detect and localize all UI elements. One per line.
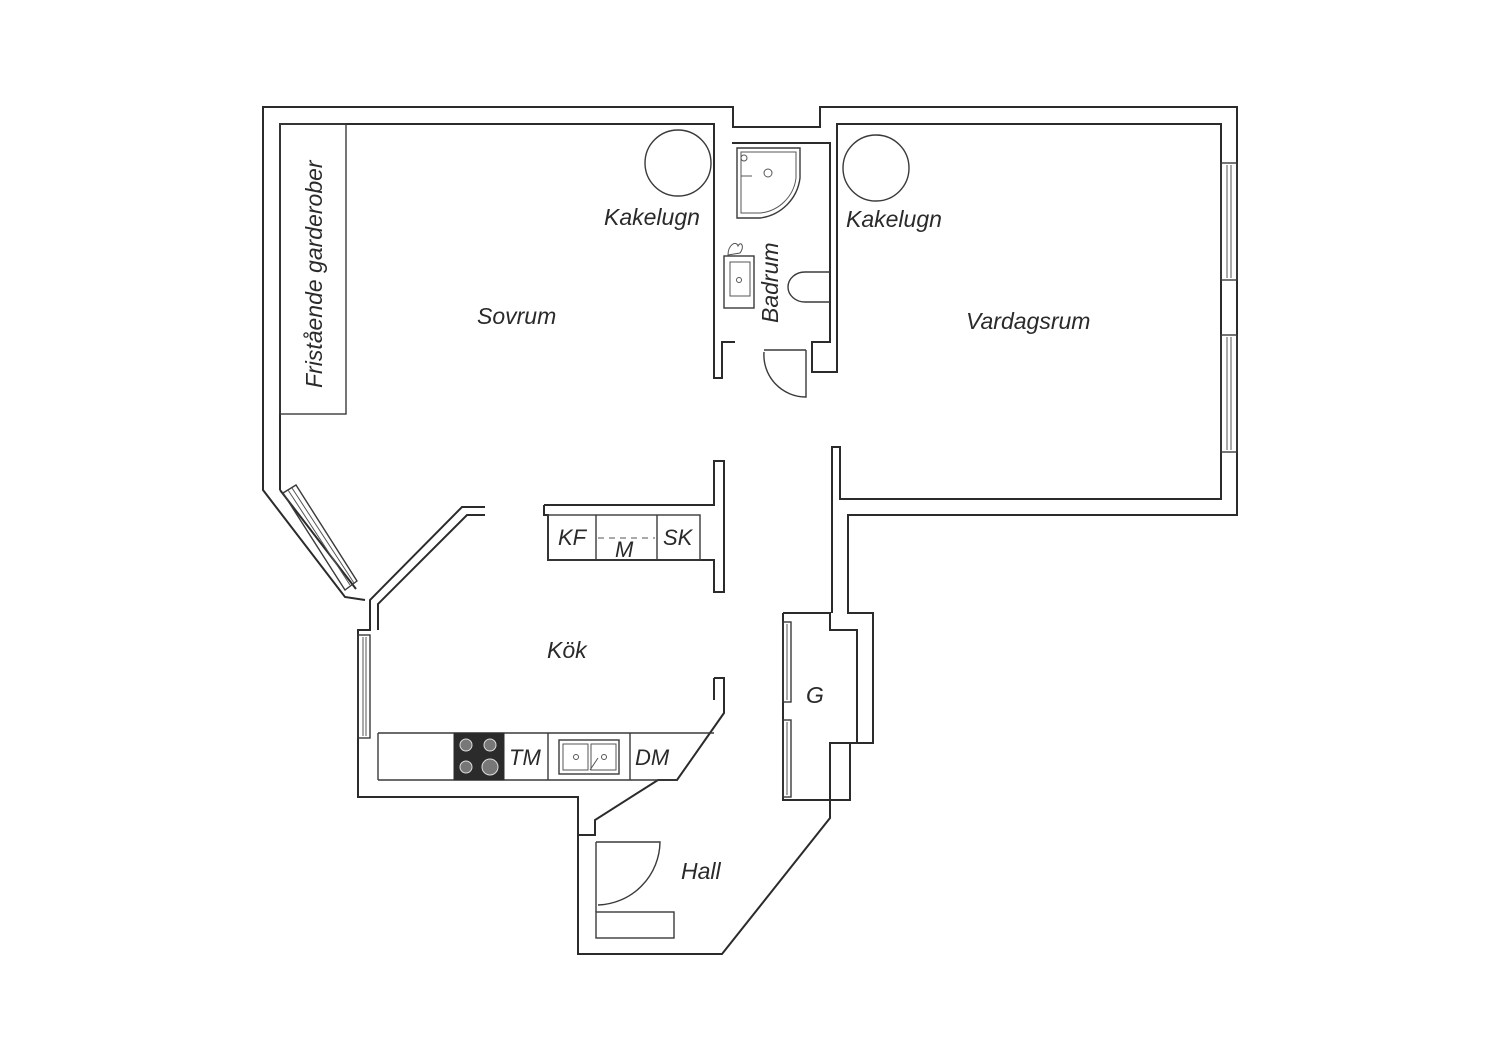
interior-walls xyxy=(279,123,858,836)
tiled-stove-label-left: Kakelugn xyxy=(604,204,700,230)
fixture-label-tm: TM xyxy=(509,745,541,770)
wardrobes-label: Fristående garderober xyxy=(301,159,327,388)
closet-label: G xyxy=(806,682,824,708)
kitchen-counter xyxy=(377,732,714,781)
fixture-label-kf: KF xyxy=(558,525,588,550)
outer-walls xyxy=(262,106,1238,955)
kitchen-top-units xyxy=(547,514,701,561)
room-label-kok: Kök xyxy=(547,637,588,663)
room-label-badrum: Badrum xyxy=(757,242,783,323)
room-label-hall: Hall xyxy=(681,858,722,884)
bathroom-fixtures xyxy=(723,147,830,398)
toilet-icon xyxy=(787,271,830,303)
tiled-stove-right xyxy=(842,134,910,202)
entrance-door xyxy=(595,841,675,939)
fixture-label-m: M xyxy=(615,537,634,562)
sink-drain-icon xyxy=(736,277,742,283)
tiled-stove-left xyxy=(644,129,712,197)
shower-head-icon xyxy=(740,154,748,162)
room-label-vardagsrum: Vardagsrum xyxy=(966,308,1090,334)
fixture-label-sk: SK xyxy=(663,525,694,550)
double-sink-icon xyxy=(558,739,620,775)
fixture-label-dm: DM xyxy=(635,745,670,770)
room-label-sovrum: Sovrum xyxy=(477,303,556,329)
stove-icon xyxy=(453,732,505,781)
tiled-stove-label-right: Kakelugn xyxy=(846,206,942,232)
windows xyxy=(282,162,1238,798)
